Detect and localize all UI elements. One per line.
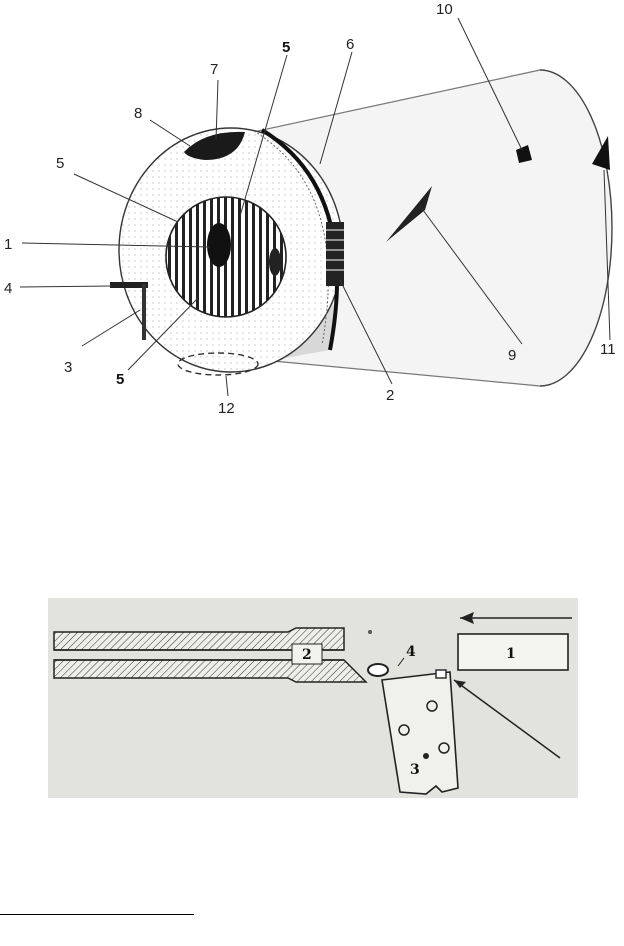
plate-3: 3 [381,671,459,795]
label-10: 10 [436,1,453,18]
barrel-2: 2 [53,627,368,683]
mark-11 [592,136,610,170]
bracket-3-4 [110,282,148,340]
label-3-bottom: 3 [410,762,420,778]
label-9: 9 [508,347,516,364]
label-2: 2 [386,387,394,404]
label-4-bottom: 4 [406,644,416,660]
latch-4: 4 [367,644,447,679]
mark-10 [516,145,532,163]
box-1: 1 [457,633,569,671]
label-5-left: 5 [56,155,64,172]
mark-9 [386,186,432,242]
mechanism-diagram: 2 1 3 4 [48,598,578,798]
label-12: 12 [218,400,235,417]
leader-lines [19,17,611,397]
label-3: 3 [64,359,72,376]
label-2-bottom: 2 [302,647,312,663]
direction-arrow [460,612,572,624]
top-cap [184,131,245,160]
label-5-top: 5 [282,39,290,56]
label-11: 11 [600,341,616,358]
label-4: 4 [4,280,12,297]
central-element [207,223,231,267]
grille-disk [165,196,287,318]
label-6: 6 [346,36,354,53]
label-8: 8 [134,105,142,122]
comb-element-2 [326,222,344,286]
pointer-arrow [453,679,561,759]
footnote-rule [0,914,194,915]
label-7: 7 [210,61,218,78]
cylinder-diagram: 1 4 3 5 5 5 6 7 8 9 10 11 12 2 [4,1,616,417]
bottom-recess [177,352,259,376]
label-1: 1 [4,236,12,253]
label-1-bottom: 1 [506,646,516,662]
speck [368,630,372,634]
label-5-bottom: 5 [116,371,124,388]
